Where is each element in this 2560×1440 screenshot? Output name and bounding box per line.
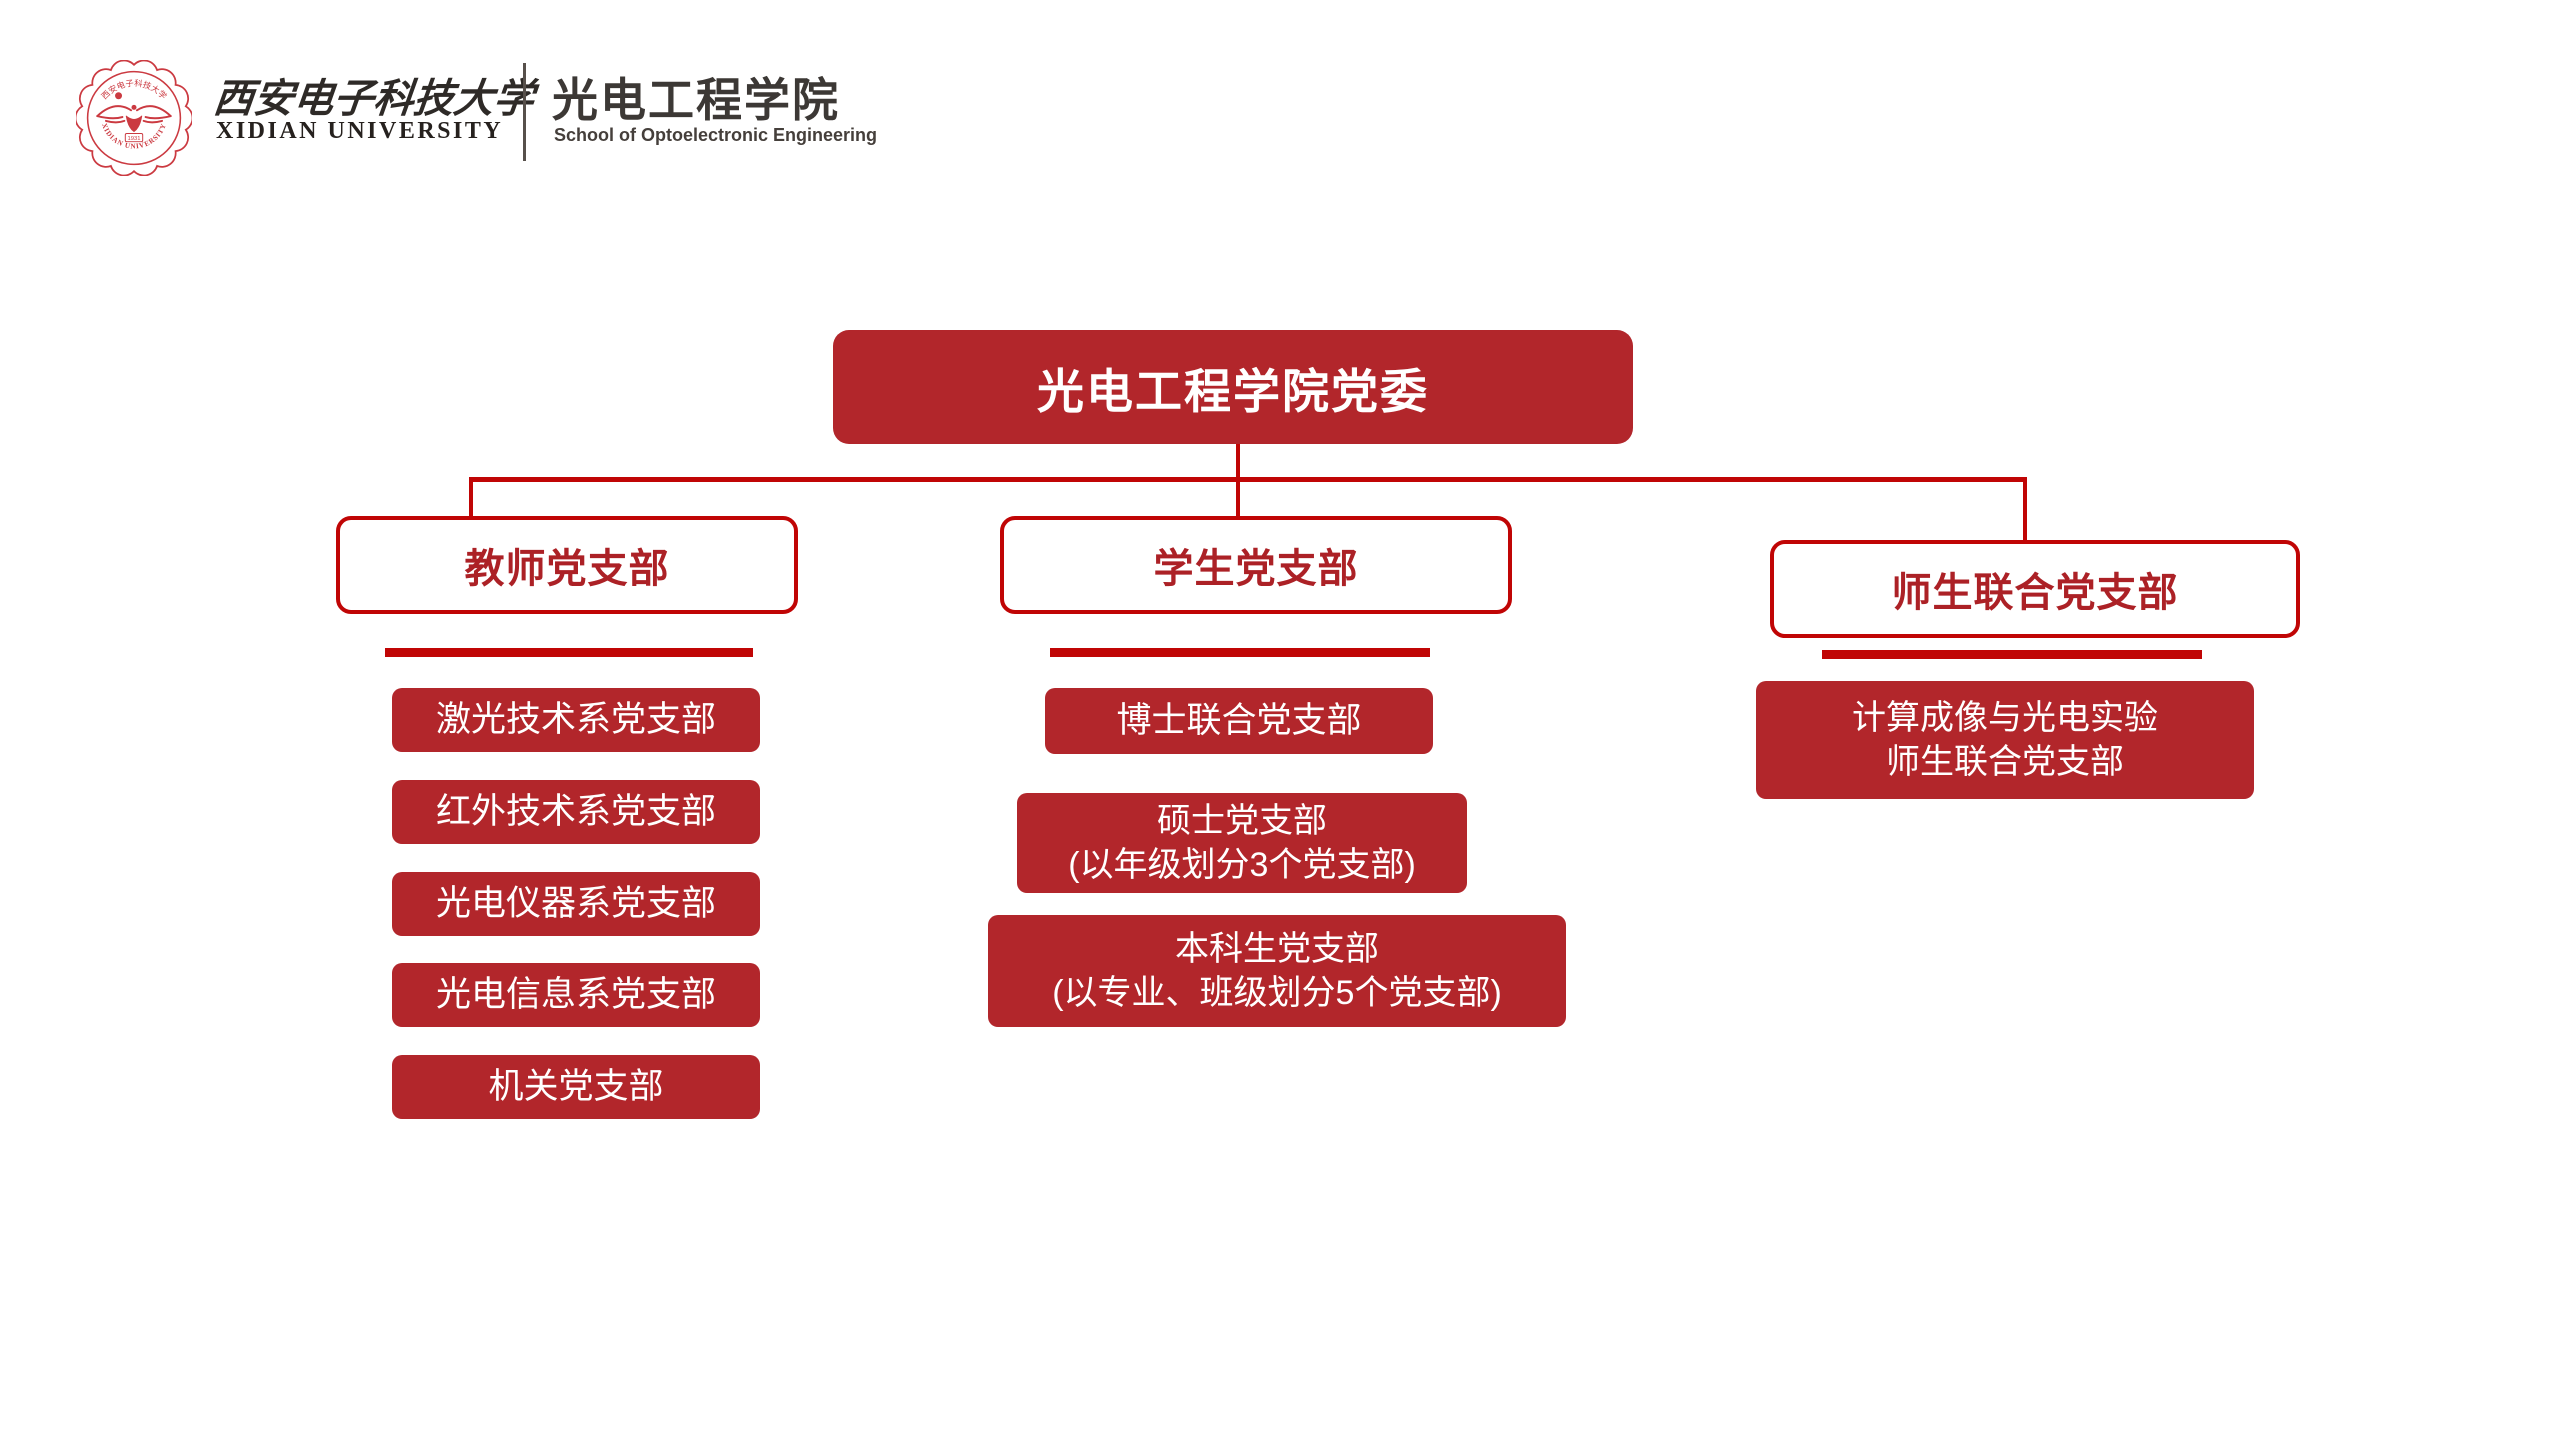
seal-scallop-border <box>76 60 192 176</box>
org-leaf-node: 本科生党支部 (以专业、班级划分5个党支部) <box>988 915 1566 1027</box>
teacher-column-divider <box>385 648 753 657</box>
header-divider <box>523 63 526 161</box>
university-seal-logo: 西安电子科技大学 XIDIAN UNIVERSITY 1931 <box>76 60 192 176</box>
connector-right-vertical <box>2023 477 2027 543</box>
university-name-en: XIDIAN UNIVERSITY <box>216 118 504 144</box>
org-leaf-node: 机关党支部 <box>392 1055 760 1119</box>
org-leaf-node: 红外技术系党支部 <box>392 780 760 844</box>
org-leaf-node: 光电信息系党支部 <box>392 963 760 1027</box>
seal-year-box <box>124 132 144 143</box>
org-leaf-node: 计算成像与光电实验 师生联合党支部 <box>1756 681 2254 799</box>
school-name-en: School of Optoelectronic Engineering <box>554 125 878 145</box>
school-name-cn: 光电工程学院 <box>552 74 840 126</box>
org-leaf-node: 激光技术系党支部 <box>392 688 760 752</box>
branch-student-node: 学生党支部 <box>1000 516 1512 614</box>
seal-year-text: 1931 <box>128 136 141 142</box>
org-leaf-node: 光电仪器系党支部 <box>392 872 760 936</box>
seal-top-arc-text: 西安电子科技大学 <box>99 78 169 101</box>
branch-joint-node: 师生联合党支部 <box>1770 540 2300 638</box>
seal-inner-ring <box>86 70 182 166</box>
connector-root-vertical <box>1236 444 1240 520</box>
seal-dot <box>115 92 123 100</box>
org-root-node: 光电工程学院党委 <box>833 330 1633 444</box>
joint-column-divider <box>1822 650 2202 659</box>
connector-left-vertical <box>469 477 473 519</box>
eagle-icon <box>96 104 172 133</box>
connector-horizontal <box>469 477 2027 482</box>
branch-teacher-node: 教师党支部 <box>336 516 798 614</box>
university-name-cn: 西安电子科技大学 <box>211 75 537 122</box>
org-leaf-node: 硕士党支部 (以年级划分3个党支部) <box>1017 793 1467 893</box>
student-column-divider <box>1050 648 1430 657</box>
org-leaf-node: 博士联合党支部 <box>1045 688 1433 754</box>
